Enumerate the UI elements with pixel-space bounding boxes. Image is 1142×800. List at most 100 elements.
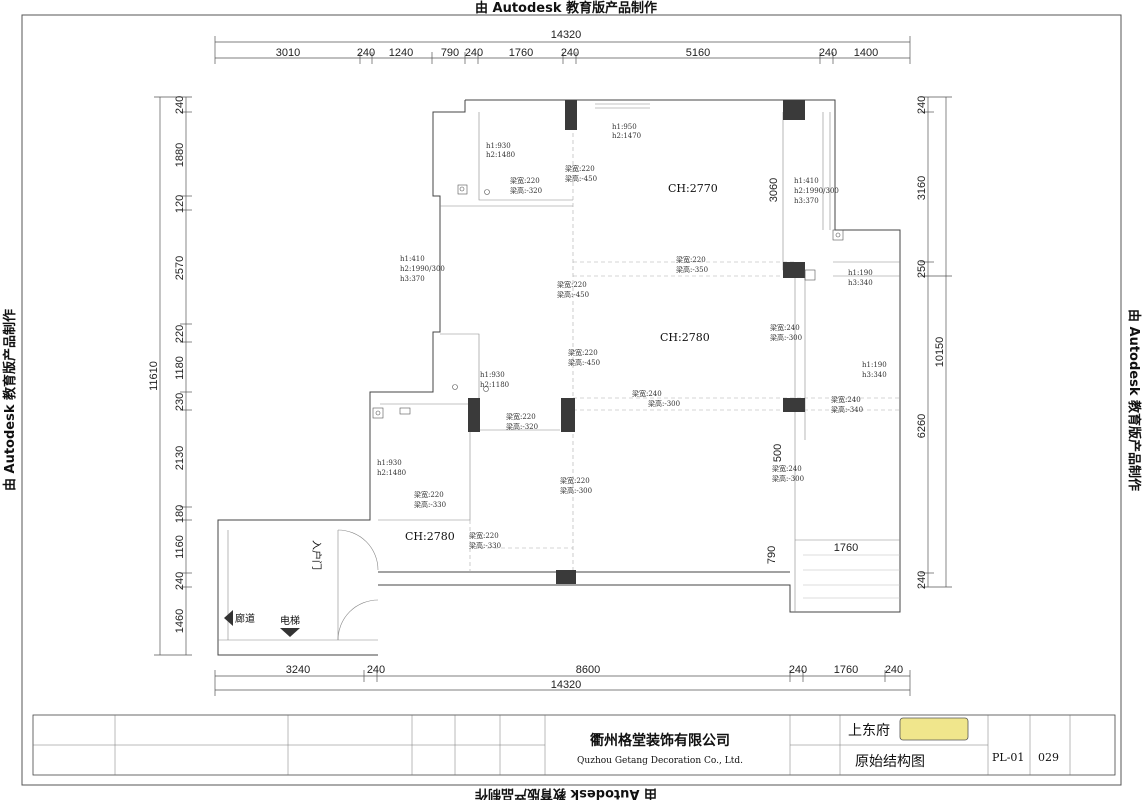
company-name-en: Quzhou Getang Decoration Co., Ltd. [577,756,743,766]
dim-left-seg: 2570 [174,256,186,280]
dim-top-seg: 3010 [276,47,300,59]
dim-left-seg: 1160 [174,535,186,559]
dim-bottom-seg: 1760 [834,664,858,676]
columns [468,100,805,584]
note-line: h3:370 [794,197,819,205]
dim-top-seg: 1760 [509,47,533,59]
note-line: h2:1180 [480,381,509,389]
dim-inner: 1760 [834,542,858,554]
note-line: h1:410 [400,255,425,263]
dim-left-seg: 120 [174,195,186,213]
project-highlight [899,717,969,741]
note-line: h2:1480 [486,151,515,159]
note-line: 梁宽:220 [510,176,540,185]
note-line: 梁宽:220 [469,531,499,540]
elevator-arrow-icon [280,628,300,637]
dim-left-seg: 230 [174,393,186,411]
note-line: 梁高:-450 [557,290,589,299]
dim-top-seg: 5160 [686,47,710,59]
note-line: h3:340 [862,371,887,379]
dim-right-seg: 240 [916,571,928,589]
note-line: h2:1470 [612,132,641,140]
dim-bottom-seg: 8600 [576,664,600,676]
note-line: 梁高:-300 [560,486,592,495]
drawing-name: 原始结构图 [855,754,925,770]
dim-left-seg: 220 [174,325,186,343]
dim-top-seg: 790 [441,47,459,59]
dim-right-seg: 6260 [916,414,928,438]
note-line: 梁高:-320 [506,422,538,431]
note-line: h1:930 [377,459,402,467]
note-line: 梁宽:220 [414,490,444,499]
dim-right-seg: 3160 [916,176,928,200]
ceiling-height-label: CH:2780 [660,331,710,344]
elevator-label: 电梯 [280,614,300,627]
sheet-border [21,14,1122,786]
dim-left-seg: 1880 [174,143,186,167]
note-line: 梁高:-330 [414,500,446,509]
right-dimensions: 240 3160 250 6260 240 10150 [916,96,952,589]
note-line: h1:190 [862,361,887,369]
note-line: h1:930 [486,142,511,150]
note-line: h1:930 [480,371,505,379]
dim-left-total: 11610 [148,361,160,391]
ceiling-height-label: CH:2770 [668,182,718,195]
note-line: 梁高:-320 [510,186,542,195]
dim-left-seg: 1460 [174,609,186,633]
dim-left-seg: 240 [174,572,186,590]
dim-right-seg: 240 [916,96,928,114]
dim-bottom-seg: 240 [789,664,807,676]
dim-left-seg: 180 [174,505,186,523]
walls [217,99,901,656]
corridor-label: 廊道 [235,612,255,625]
dim-bottom-total: 14320 [551,679,582,691]
note-line: h2:1990/300 [794,187,839,195]
watermark-bottom: 由 Autodesk 教育版产品制作 [475,786,657,800]
note-line: 梁宽:240 [831,395,861,404]
note-line: 梁宽:220 [676,255,706,264]
note-line: 梁宽:240 [770,323,800,332]
note-line: 梁高:-300 [770,333,802,342]
dim-inner: 790 [766,546,778,564]
note-line: h3:370 [400,275,425,283]
note-line: 梁宽:220 [565,164,595,173]
company-name-cn: 衢州格堂装饰有限公司 [590,732,730,749]
note-line: 梁高:-340 [831,405,863,414]
sheet-number: 029 [1038,751,1059,764]
note-line: 梁宽:220 [568,348,598,357]
note-line: h1:190 [848,269,873,277]
beam-lines [469,112,900,572]
drawing-code: PL-01 [992,751,1024,764]
dim-bottom-seg: 240 [885,664,903,676]
note-line: h2:1480 [377,469,406,477]
dim-top-seg: 240 [465,47,483,59]
note-line: h1:950 [612,123,637,131]
watermark-top: 由 Autodesk 教育版产品制作 [475,0,657,16]
note-line: 梁高:-450 [565,174,597,183]
note-line: 梁高:-450 [568,358,600,367]
note-line: 梁宽:240 [632,389,662,398]
entrance-label: 入户门 [310,540,323,570]
dim-top-seg: 240 [819,47,837,59]
note-line: 梁高:-300 [772,474,804,483]
dim-left-seg: 2130 [174,446,186,470]
dim-top-seg: 240 [357,47,375,59]
note-line: h3:340 [848,279,873,287]
top-dimensions: 14320 3010 240 1240 790 240 1760 240 516… [214,29,911,64]
bottom-dimensions: 3240 240 8600 240 1760 240 14320 [214,664,911,696]
note-line: 梁宽:220 [560,476,590,485]
dim-inner: 500 [772,444,784,462]
project-name: 上东府 [848,723,890,739]
dim-inner: 3060 [768,178,780,202]
watermark-left: 由 Autodesk 教育版产品制作 [2,309,18,491]
dim-bottom-seg: 240 [367,664,385,676]
dim-right-total: 10150 [934,337,946,368]
dim-right-seg: 250 [916,260,928,278]
dim-top-seg: 1400 [854,47,878,59]
watermark-right: 由 Autodesk 教育版产品制作 [1126,309,1142,491]
dim-top-seg: 1240 [389,47,413,59]
note-line: 梁宽:240 [772,464,802,473]
note-line: 梁宽:220 [557,280,587,289]
dim-left-seg: 240 [174,96,186,114]
